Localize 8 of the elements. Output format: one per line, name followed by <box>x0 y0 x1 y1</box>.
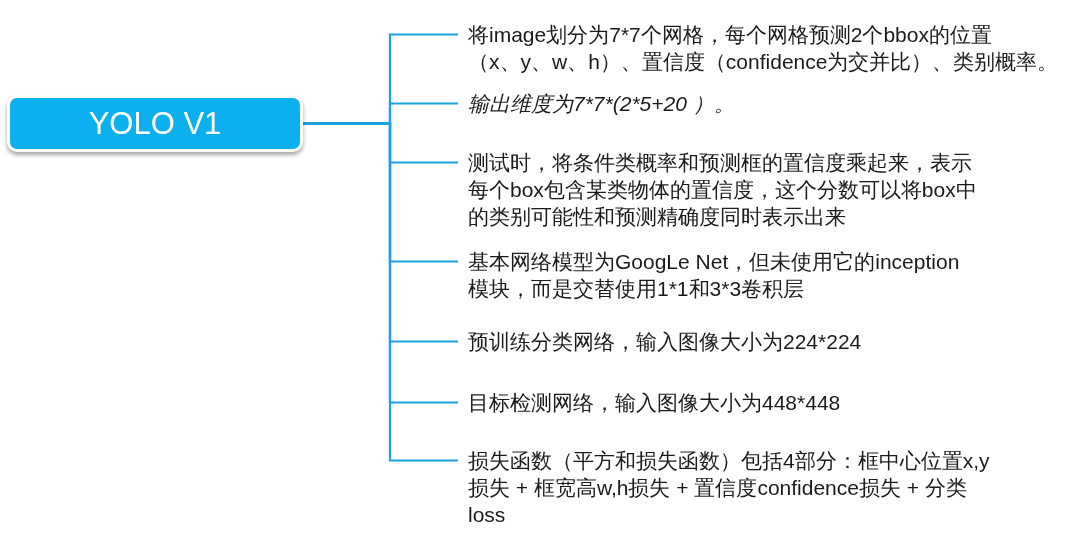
note-text: 预训练分类网络，输入图像大小为224*224 <box>458 328 1018 355</box>
note-text: 基本网络模型为GoogLe Net，但未使用它的inception模块，而是交替使用1*1和3*3卷积层 <box>458 248 976 302</box>
note-text: 输出维度为7*7*(2*5+20 ）。 <box>458 90 1018 117</box>
note-text: 测试时，将条件类概率和预测框的置信度乘起来，表示每个box包含某类物体的置信度，这个分数可以将box中的类别可能性和预测精确度同时表示出来 <box>458 149 984 230</box>
note-text: 损失函数（平方和损失函数）包括4部分：框中心位置x,y损失 + 框宽高w,h损失 + 置信度confidence损失 + 分类loss <box>458 447 1003 528</box>
note-text: 将image划分为7*7个网格，每个网格预测2个bbox的位置（x、y、w、h）、置信度（confidence为交并比）、类别概率。 <box>458 21 1073 75</box>
note-text: 目标检测网络，输入图像大小为448*448 <box>458 389 1018 416</box>
topic-box: YOLO V1 <box>7 95 303 152</box>
